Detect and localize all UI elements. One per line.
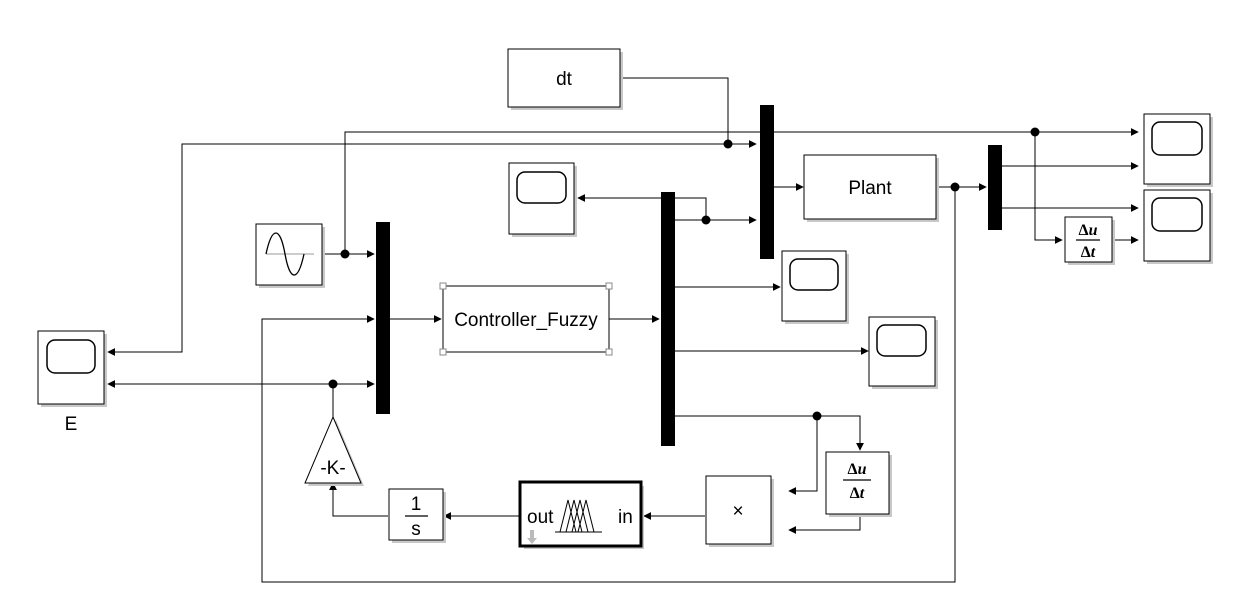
junction-dot bbox=[723, 139, 733, 149]
wire-branch-deriv[interactable] bbox=[817, 415, 864, 451]
resize-handle bbox=[439, 348, 447, 356]
sine-wave-block[interactable] bbox=[255, 223, 325, 288]
fuzzy-out-port: out bbox=[527, 507, 554, 528]
scope-mid-right-1[interactable] bbox=[781, 250, 849, 324]
membership-functions-icon bbox=[555, 499, 602, 533]
dt-block[interactable]: dt bbox=[507, 48, 623, 110]
gain-block[interactable]: -K- bbox=[304, 415, 364, 486]
demux-middle[interactable] bbox=[661, 192, 675, 446]
derivative-numerator: Δu bbox=[1079, 222, 1098, 239]
wire-sine-branch[interactable] bbox=[344, 128, 1139, 254]
scope-e[interactable]: E bbox=[37, 330, 107, 435]
wire-demux-product[interactable] bbox=[675, 415, 818, 495]
junction-dot bbox=[340, 249, 350, 259]
scope-e-label: E bbox=[65, 414, 78, 435]
scope-mid-right-2[interactable] bbox=[868, 316, 938, 389]
plant-block[interactable]: Plant bbox=[803, 154, 939, 222]
wire-integrator-gain[interactable] bbox=[329, 482, 388, 517]
integrator-numerator: 1 bbox=[411, 494, 422, 515]
resize-handle bbox=[439, 282, 447, 290]
resize-handle bbox=[605, 282, 613, 290]
gain-label: -K- bbox=[320, 458, 345, 479]
junction-dot bbox=[1030, 127, 1040, 137]
wire-dt[interactable] bbox=[621, 77, 757, 148]
integrator-denominator: s bbox=[411, 519, 421, 540]
junction-dot bbox=[328, 379, 338, 389]
demux-output[interactable] bbox=[988, 145, 1002, 230]
derivative-block-bottom[interactable]: Δu Δt bbox=[825, 451, 892, 517]
down-arrow-icon bbox=[527, 530, 537, 544]
scope-screen-icon bbox=[1151, 121, 1203, 156]
derivative-block-right[interactable]: Δu Δt bbox=[1064, 216, 1115, 265]
scope-screen-icon bbox=[789, 258, 839, 291]
wire-branch-top[interactable] bbox=[662, 197, 707, 220]
wire-feedback[interactable] bbox=[261, 187, 956, 583]
mux-top[interactable] bbox=[760, 105, 774, 259]
derivative-denominator: Δt bbox=[1081, 244, 1096, 261]
dt-label: dt bbox=[556, 69, 573, 90]
wire-to-scope-e-top[interactable] bbox=[107, 143, 728, 356]
junction-dot bbox=[812, 411, 822, 421]
junction-dot bbox=[701, 215, 711, 225]
controller-fuzzy-block[interactable]: Controller_Fuzzy bbox=[439, 282, 613, 356]
controller-label: Controller_Fuzzy bbox=[454, 310, 598, 331]
wire-deriv-product[interactable] bbox=[788, 515, 861, 534]
product-block[interactable]: × bbox=[705, 475, 774, 547]
junction-dot bbox=[950, 182, 960, 192]
product-symbol: × bbox=[732, 501, 743, 522]
derivative-numerator: Δu bbox=[848, 461, 867, 478]
fuzzy-logic-block[interactable]: out in bbox=[518, 480, 644, 549]
fuzzy-in-port: in bbox=[618, 507, 633, 528]
scope-screen-icon bbox=[46, 339, 96, 374]
scope-right-bottom[interactable] bbox=[1143, 189, 1213, 264]
scope-upper-mid[interactable] bbox=[508, 162, 577, 237]
scope-screen-icon bbox=[1151, 197, 1203, 232]
signal-lines bbox=[107, 77, 1139, 583]
integrator-block[interactable]: 1 s bbox=[388, 488, 446, 543]
scope-right-top[interactable] bbox=[1143, 113, 1213, 187]
sine-curve-icon bbox=[265, 232, 305, 276]
scope-screen-icon bbox=[516, 171, 567, 204]
resize-handle bbox=[605, 348, 613, 356]
plant-label: Plant bbox=[848, 178, 892, 199]
mux-left[interactable] bbox=[376, 222, 390, 414]
junctions bbox=[328, 127, 1040, 421]
scope-screen-icon bbox=[876, 324, 927, 357]
derivative-denominator: Δt bbox=[850, 485, 865, 502]
wire-sine-branch-2[interactable] bbox=[1034, 132, 1063, 244]
